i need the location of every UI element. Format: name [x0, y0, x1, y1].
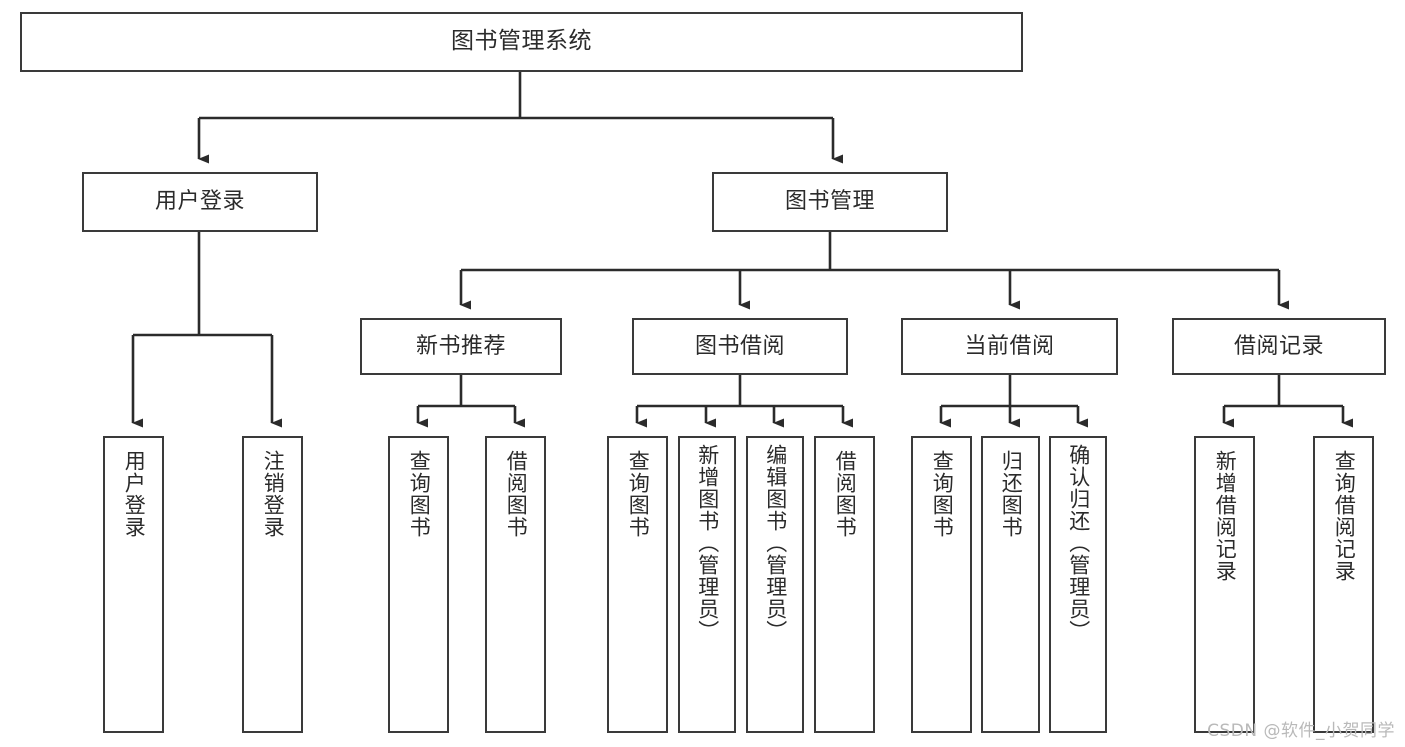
node-label: 用户登录 [154, 189, 245, 215]
node-label: 图书借阅 [694, 333, 785, 359]
leaf-query-borrow-record[interactable]: 查询借阅记录 [1313, 436, 1374, 733]
leaf-query-book-current[interactable]: 查询图书 [911, 436, 972, 733]
node-label: 用户登录 [122, 450, 147, 538]
node-label: 当前借阅 [964, 333, 1055, 359]
node-label: 图书管理系统 [451, 28, 592, 55]
leaf-add-book[interactable]: 新增图书（管理员） [678, 436, 736, 733]
leaf-user-logout[interactable]: 注销登录 [242, 436, 303, 733]
leaf-borrow-book-borrow[interactable]: 借阅图书 [814, 436, 875, 733]
leaf-query-book-recommend[interactable]: 查询图书 [388, 436, 449, 733]
node-label: 确认归还（管理员） [1066, 444, 1091, 642]
node-label: 注销登录 [261, 450, 286, 538]
node-label: 查询图书 [930, 450, 955, 538]
node-book-manage[interactable]: 图书管理 [712, 172, 948, 232]
node-current-borrow[interactable]: 当前借阅 [901, 318, 1118, 375]
leaf-confirm-return[interactable]: 确认归还（管理员） [1049, 436, 1107, 733]
leaf-user-login[interactable]: 用户登录 [103, 436, 164, 733]
node-label: 查询借阅记录 [1332, 450, 1357, 582]
node-label: 新书推荐 [415, 333, 506, 359]
leaf-borrow-book-recommend[interactable]: 借阅图书 [485, 436, 546, 733]
node-user-login[interactable]: 用户登录 [82, 172, 318, 232]
node-borrow-record[interactable]: 借阅记录 [1172, 318, 1386, 375]
node-label: 查询图书 [626, 450, 651, 538]
node-new-book-recommend[interactable]: 新书推荐 [360, 318, 562, 375]
node-label: 新增借阅记录 [1213, 450, 1238, 582]
node-book-borrow[interactable]: 图书借阅 [632, 318, 848, 375]
node-label: 图书管理 [784, 189, 875, 215]
leaf-edit-book[interactable]: 编辑图书（管理员） [746, 436, 804, 733]
node-label: 查询图书 [407, 450, 432, 538]
leaf-return-book[interactable]: 归还图书 [981, 436, 1040, 733]
watermark-text: CSDN @软件_小贺同学 [1207, 721, 1395, 741]
node-label: 新增图书（管理员） [695, 444, 720, 642]
node-label: 借阅图书 [833, 450, 858, 538]
leaf-query-book-borrow[interactable]: 查询图书 [607, 436, 668, 733]
node-root-system[interactable]: 图书管理系统 [20, 12, 1023, 72]
leaf-add-borrow-record[interactable]: 新增借阅记录 [1194, 436, 1255, 733]
node-label: 借阅记录 [1233, 333, 1324, 359]
node-label: 归还图书 [999, 450, 1024, 538]
node-label: 编辑图书（管理员） [763, 444, 788, 642]
node-label: 借阅图书 [504, 450, 529, 538]
